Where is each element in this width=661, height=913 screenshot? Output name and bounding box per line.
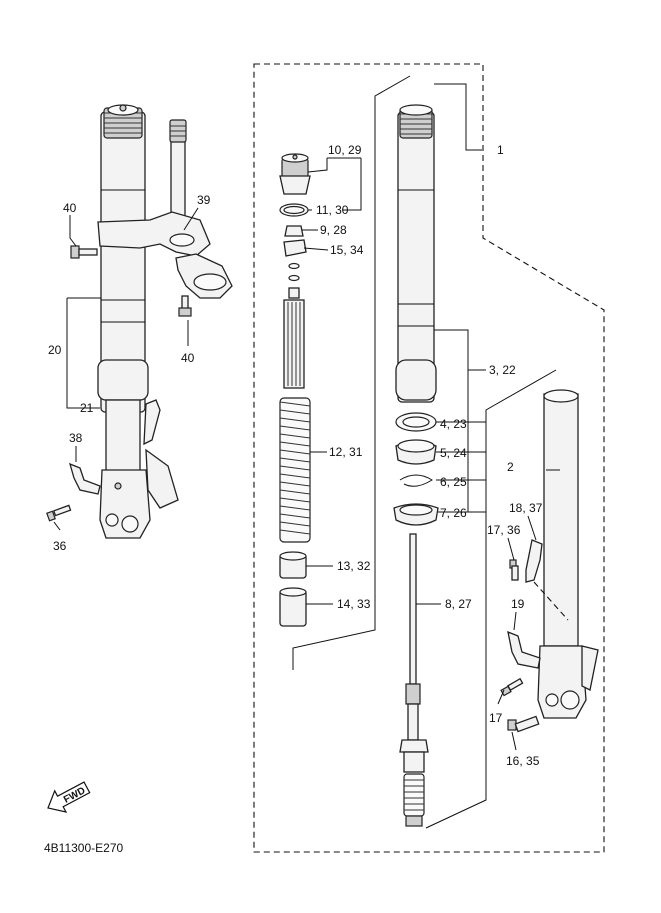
hose-guide-38 [69,462,101,495]
label-21: 21 [80,401,94,415]
fork-spring-12 [279,397,311,543]
fork-internals [279,75,411,670]
damper-rod-8 [399,533,429,827]
label-14-33: 14, 33 [337,597,371,611]
label-11-30: 11, 30 [316,203,349,217]
bolt-16 [507,715,540,733]
bracket-19 [507,630,541,669]
label-16-35: 16, 35 [506,754,540,768]
assembled-fork-left [46,104,233,539]
label-20: 20 [48,343,62,357]
label-6-25: 6, 25 [440,475,467,489]
label-7-26: 7, 26 [440,506,467,520]
hose-clamp-18 [525,539,543,583]
cap-bolt-10 [279,153,311,195]
label-17-36: 17, 36 [487,523,521,537]
label-10-29: 10, 29 [328,143,362,157]
handlebar-bolt [178,295,192,317]
clip-6 [399,474,433,487]
label-40-upper: 40 [63,201,77,215]
label-18-37: 18, 37 [509,501,543,515]
nut-9 [284,225,304,237]
bolt-17-lower [500,677,524,697]
fwd-arrow-icon: FWD [47,781,91,813]
fwd-badge: FWD [62,785,87,805]
label-17: 17 [489,711,503,725]
inner-tube-3 [397,111,435,403]
inner-tube-group [393,83,557,829]
assembly-boundary [253,63,605,853]
label-4-23: 4, 23 [440,417,467,431]
label-9-28: 9, 28 [320,223,347,237]
bolt-17-upper [509,559,519,581]
label-38: 38 [69,431,83,445]
outer-tube-2 [543,393,579,647]
outer-tube-group [497,389,599,751]
label-2: 2 [507,460,514,474]
label-8-27: 8, 27 [445,597,472,611]
label-12-31: 12, 31 [329,445,363,459]
left-outer-tube [97,359,149,401]
left-clamp-bolt [70,245,98,259]
diagram-code: 4B11300-E270 [44,841,124,855]
label-1: 1 [497,143,504,157]
label-40-lower: 40 [181,351,195,365]
left-lower-tube [105,399,141,473]
label-3-22: 3, 22 [489,363,516,377]
label-15-34: 15, 34 [330,243,364,257]
label-19: 19 [511,597,525,611]
label-36: 36 [53,539,67,553]
collar-15 [283,239,307,257]
axle-bracket-right [537,645,587,719]
label-39: 39 [197,193,211,207]
left-cap-threads [104,112,142,134]
label-13-32: 13, 32 [337,559,371,573]
bolt-36 [46,504,72,522]
damper-spacer [283,299,305,389]
label-5-24: 5, 24 [440,446,467,460]
